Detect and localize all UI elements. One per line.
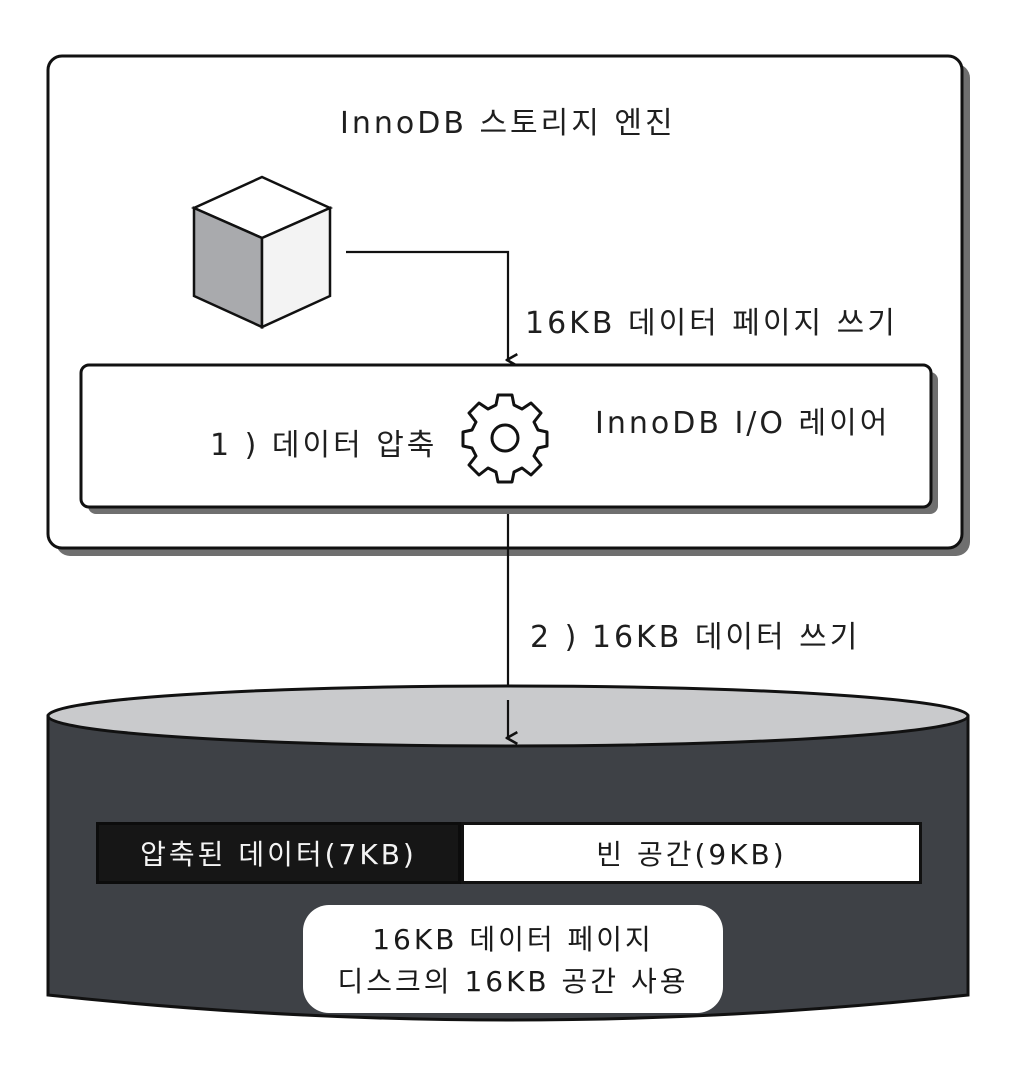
disk-note-line2: 디스크의 16KB 공간 사용 <box>337 965 689 998</box>
empty-space-label: 빈 공간(9KB) <box>596 838 787 871</box>
write-page-arrow <box>346 250 508 360</box>
storage-engine-title: InnoDB 스토리지 엔진 <box>340 106 676 141</box>
disk-usage-note: 16KB 데이터 페이지 디스크의 16KB 공간 사용 <box>303 905 723 1013</box>
disk-write-label: 2 ) 16KB 데이터 쓰기 <box>530 620 861 655</box>
compress-step-label: 1 ) 데이터 압축 <box>210 428 438 463</box>
gear-icon <box>461 393 549 484</box>
write-page-label: 16KB 데이터 페이지 쓰기 <box>525 306 898 341</box>
empty-space-segment: 빈 공간(9KB) <box>461 822 922 884</box>
disk-note-line1: 16KB 데이터 페이지 <box>372 923 654 956</box>
compressed-data-label: 압축된 데이터(7KB) <box>140 838 417 871</box>
compressed-data-segment: 압축된 데이터(7KB) <box>96 822 461 884</box>
io-layer-title: InnoDB I/O 레이어 <box>595 406 891 441</box>
cube-icon <box>190 175 334 329</box>
